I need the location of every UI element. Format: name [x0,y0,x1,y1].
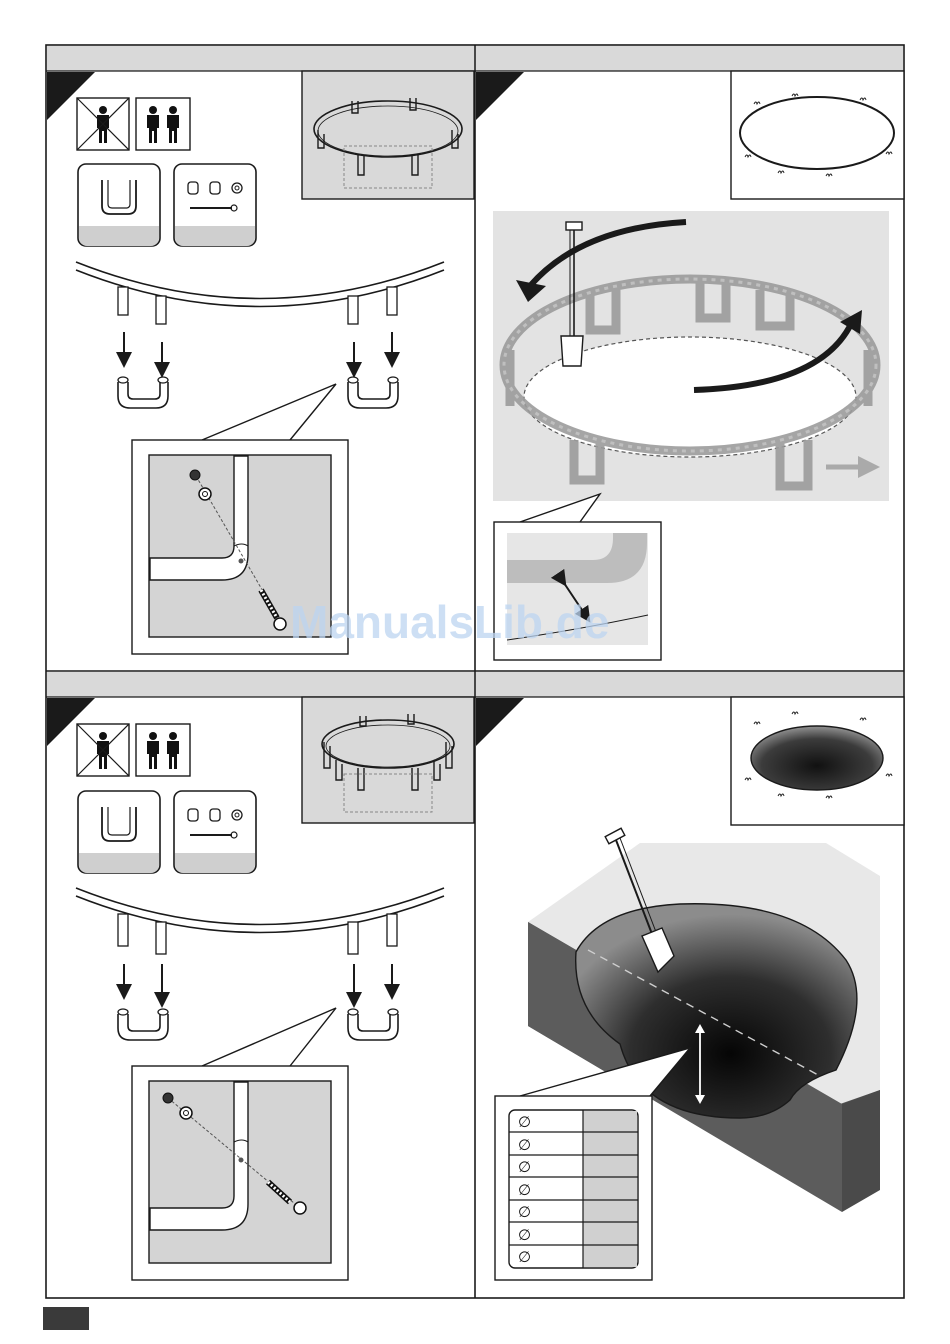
u-leg-part-icon [78,791,160,873]
panel-4: ∅ ∅ ∅ ∅ ∅ ∅ ∅ [495,697,904,1280]
panel-3-header [47,672,474,697]
frame-marking-top-view-icon [731,71,904,199]
no-single-person-icon [77,724,129,776]
depth-table: ∅ ∅ ∅ ∅ ∅ ∅ ∅ [509,1110,638,1268]
diameter-symbol-1: ∅ [518,1113,531,1131]
panel-2-header [476,46,903,71]
two-persons-icon [136,98,190,150]
diameter-symbol-5: ∅ [518,1203,531,1221]
page-number-tab [43,1307,89,1330]
diameter-symbol-3: ∅ [518,1158,531,1176]
frame-top-view-icon [302,697,474,823]
two-persons-icon [136,724,190,776]
panel-2 [493,71,904,660]
no-single-person-icon [77,98,129,150]
pit-top-view-icon [731,697,904,825]
panel-1-header [47,46,474,71]
frame-top-view-icon [302,71,474,199]
step-corner-4 [476,698,524,746]
step-corner-2 [476,72,524,120]
panel-3 [76,697,474,1280]
diameter-symbol-7: ∅ [518,1248,531,1266]
watermark: ManualsLib.de [290,596,609,648]
diameter-symbol-2: ∅ [518,1136,531,1154]
u-leg-part-icon [78,164,160,246]
diameter-symbol-6: ∅ [518,1226,531,1244]
panel-4-header [476,672,903,697]
screw-hardware-icon [174,164,256,246]
panel-1 [76,71,474,654]
diameter-symbol-4: ∅ [518,1181,531,1199]
screw-hardware-icon [174,791,256,873]
